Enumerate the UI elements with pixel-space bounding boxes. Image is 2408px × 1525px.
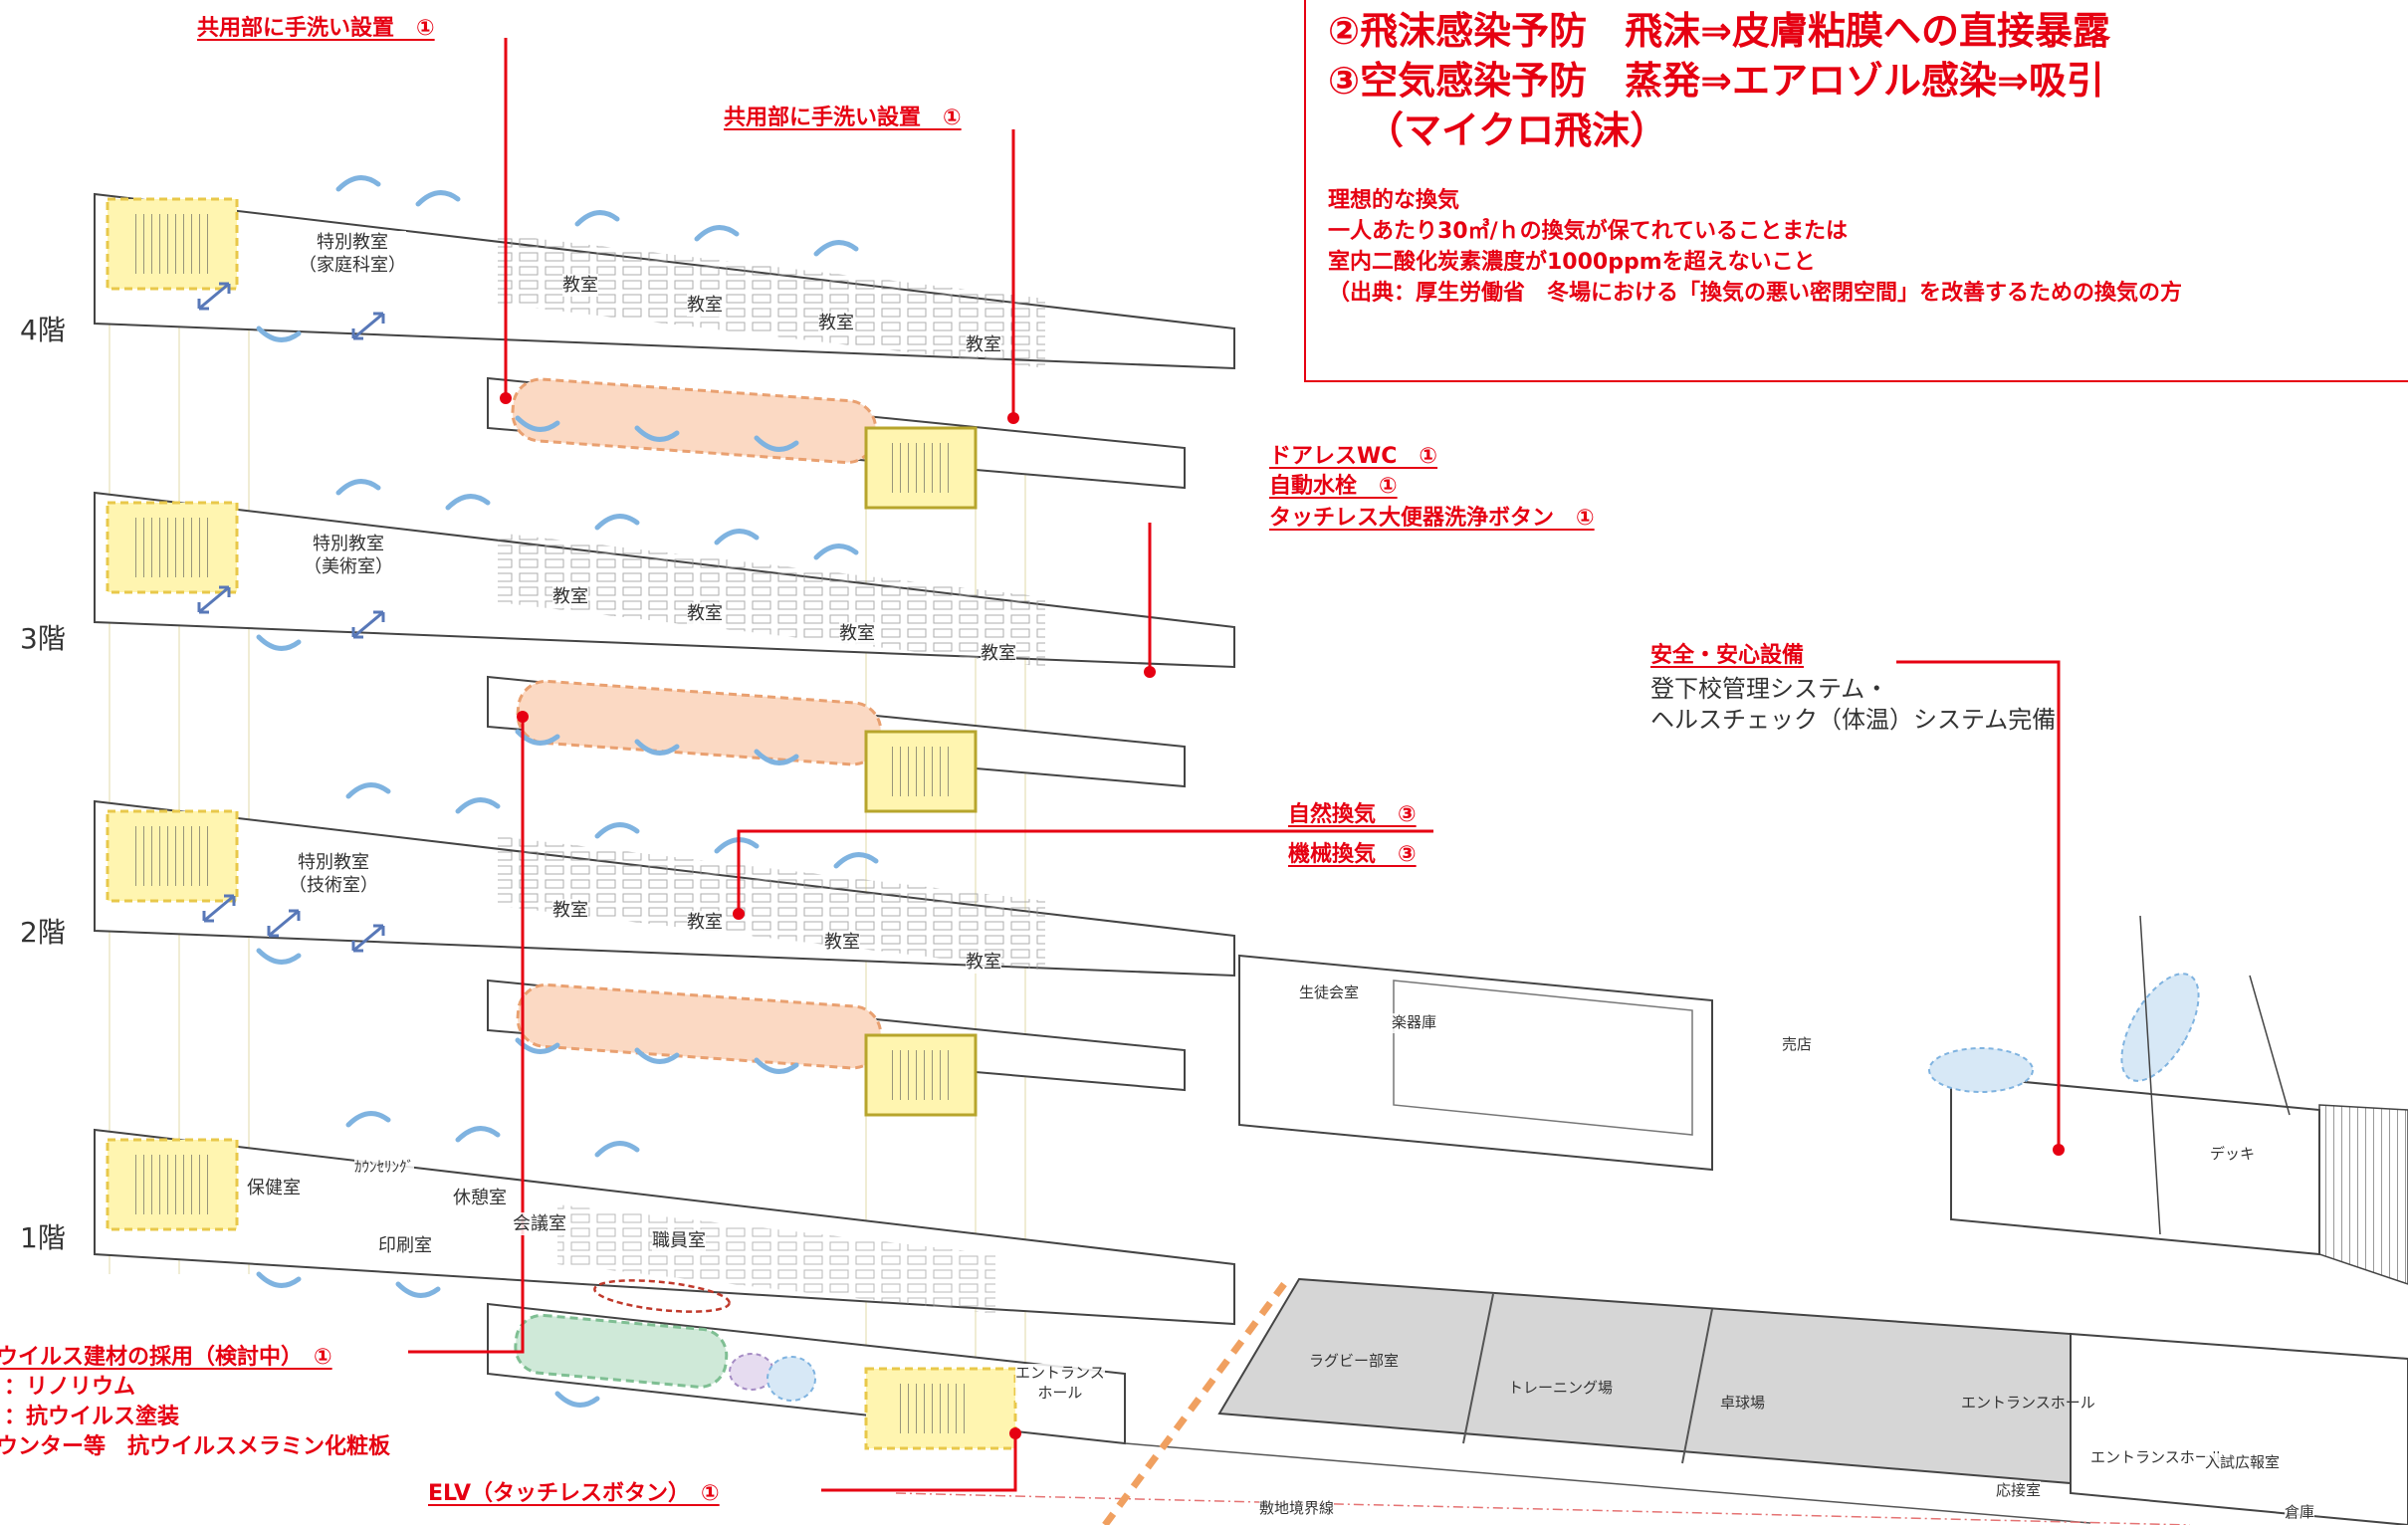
ideal-ventilation-source: （出典：厚生労働省 冬場における「換気の悪い密閉空間」を改善するための換気の方 <box>1328 281 2183 306</box>
room-rugby-club: ラグビー部室 <box>1309 1352 1400 1370</box>
annex-plan <box>1238 915 2408 1285</box>
room-classroom-4f-4: 教室 <box>966 333 1001 357</box>
gym-plan <box>895 1277 2408 1525</box>
orange-dashed-boundary <box>1102 1281 1287 1525</box>
room-instrument-storage: 楽器庫 <box>1392 1013 1437 1033</box>
site-boundary-label: 敷地境界線 <box>1259 1499 1335 1519</box>
leader-ventilation <box>737 829 1433 914</box>
room-shop: 売店 <box>1782 1035 1813 1055</box>
micro-droplet-line: （マイクロ飛沫） <box>1366 109 1668 152</box>
gym-gray-block <box>1217 1277 2072 1485</box>
room-counseling: ｶｳﾝｾﾘﾝｸﾞ <box>354 1158 415 1178</box>
floor-2-corridor-orange <box>516 982 883 1070</box>
floor-3-corridor-orange <box>516 679 883 766</box>
site-boundary-line <box>895 1492 2191 1525</box>
annex-right-steps <box>2318 1104 2408 1285</box>
room-entrance-hall: エントランス ホール <box>1015 1364 1105 1403</box>
annotation-leader-lines <box>408 38 2061 1492</box>
floor-label-1f: 1階 <box>20 1221 66 1254</box>
annotation-antivirus-counter: ウンター等 抗ウイルスメラミン化粧板 <box>0 1434 391 1459</box>
annotation-safety-title: 安全・安心設備 <box>1650 643 1805 668</box>
room-classroom-3f-2: 教室 <box>687 602 723 626</box>
annex-hall <box>1393 980 1693 1136</box>
annex-deck-block <box>1950 1073 2320 1256</box>
room-table-tennis: 卓球場 <box>1720 1394 1766 1412</box>
annotation-antivirus-materials: ウイルス建材の採用（検討中） ① <box>0 1345 332 1370</box>
floor-1-blue-zone <box>766 1356 816 1402</box>
annotation-safety-line-2: ヘルスチェック（体温）システム完備 <box>1650 706 2057 734</box>
annotation-safety-line-1: 登下校管理システム・ <box>1650 675 1889 703</box>
droplet-prevention-line: ②飛沫感染予防 飛沫⇒皮膚粘膜への直接暴露 <box>1328 9 2111 53</box>
annotation-natural-ventilation: 自然換気 ③ <box>1288 802 1417 827</box>
annotation-handwash-a: 共用部に手洗い設置 ① <box>197 16 435 41</box>
floor-1-stair-right <box>864 1367 1017 1450</box>
room-student-council: 生徒会室 <box>1299 983 1360 1003</box>
annotation-antivirus-linoleum: ：リノリウム <box>4 1375 136 1400</box>
room-classroom-2f-2: 教室 <box>687 911 723 935</box>
room-training: トレーニング場 <box>1508 1379 1614 1397</box>
room-classroom-3f-3: 教室 <box>839 622 875 646</box>
room-staff: 職員室 <box>652 1229 706 1253</box>
room-gym-entrance: エントランスホール <box>1961 1394 2095 1412</box>
gym-entrance-block <box>2070 1332 2408 1525</box>
room-rest: 休憩室 <box>453 1187 507 1210</box>
floor-4-desk-area <box>498 234 1045 368</box>
floor-1-purple-zone <box>729 1353 774 1391</box>
annotation-antivirus-paint: ：抗ウイルス塗装 <box>4 1405 180 1429</box>
ventilation-wave-icons <box>256 175 879 1408</box>
annotation-mechanical-ventilation: 機械換気 ③ <box>1288 842 1417 867</box>
annex-outline <box>1238 954 1713 1172</box>
leader-safety <box>1896 660 2061 1150</box>
infection-prevention-info-box: ②飛沫感染予防 飛沫⇒皮膚粘膜への直接暴露 ③空気感染予防 蒸発⇒エアロゾル感染… <box>1304 0 2408 382</box>
room-classroom-2f-3: 教室 <box>824 931 860 955</box>
annotation-touchless-flush: タッチレス大便器洗浄ボタン ① <box>1269 506 1595 531</box>
annex-blue-zone-2 <box>2120 973 2200 1082</box>
room-deck: デッキ <box>2210 1145 2256 1165</box>
room-reception: 応接室 <box>1996 1481 2042 1501</box>
room-storage: 倉庫 <box>2285 1503 2315 1523</box>
ideal-ventilation-line-1: 一人あたり30㎥/ｈの換気が保てれていることまたは <box>1328 219 1848 244</box>
annotation-handwash-b: 共用部に手洗い設置 ① <box>724 106 962 130</box>
room-special-2f: 特別教室（技術室） <box>289 851 378 898</box>
floor-1-antivirus-green-zone <box>514 1313 729 1389</box>
annotation-dots <box>500 392 2065 1439</box>
floor-label-4f: 4階 <box>20 314 66 346</box>
annex-blue-zone-1 <box>1928 1047 2034 1093</box>
floor-3-stair-right <box>864 730 978 813</box>
airborne-prevention-line: ③空気感染予防 蒸発⇒エアロゾル感染⇒吸引 <box>1328 59 2104 103</box>
ideal-ventilation-title: 理想的な換気 <box>1328 188 1460 213</box>
room-print: 印刷室 <box>378 1234 432 1258</box>
floor-1-red-dashed-zone <box>593 1279 731 1313</box>
room-classroom-4f-3: 教室 <box>818 312 854 335</box>
room-classroom-3f-1: 教室 <box>552 585 588 609</box>
room-special-3f: 特別教室（美術室） <box>304 533 393 579</box>
floor-3-plan <box>94 491 1235 813</box>
room-gym-entrance-2: エントランスホール <box>2090 1448 2225 1468</box>
room-special-4f: 特別教室（家庭科室） <box>299 231 406 278</box>
room-health: 保健室 <box>247 1177 301 1200</box>
floor-4-corridor-orange <box>511 377 878 465</box>
leader-elv <box>821 1433 1017 1492</box>
room-classroom-2f-1: 教室 <box>552 899 588 923</box>
ideal-ventilation-line-2: 室内二酸化炭素濃度が1000ppmを超えないこと <box>1328 250 1816 275</box>
room-classroom-4f-1: 教室 <box>562 274 598 298</box>
floor-4-plan <box>94 192 1235 510</box>
cross-ventilation-arrows <box>197 282 385 953</box>
room-meeting: 会議室 <box>513 1212 566 1236</box>
annotation-elv-touchless: ELV（タッチレスボタン） ① <box>428 1481 720 1506</box>
floor-label-3f: 3階 <box>20 622 66 655</box>
room-exam-pr: 入試広報室 <box>2205 1453 2281 1473</box>
room-classroom-4f-2: 教室 <box>687 294 723 318</box>
floor-4-stair-right <box>864 426 978 510</box>
annotation-auto-faucet: 自動水栓 ① <box>1269 474 1398 499</box>
floor-label-2f: 2階 <box>20 916 66 949</box>
room-classroom-2f-4: 教室 <box>966 951 1001 975</box>
room-classroom-3f-4: 教室 <box>981 642 1016 666</box>
floor-2-plan <box>94 799 1235 1117</box>
annotation-doorless-wc: ドアレスWC ① <box>1269 444 1438 469</box>
leader-antivirus <box>408 717 525 1354</box>
